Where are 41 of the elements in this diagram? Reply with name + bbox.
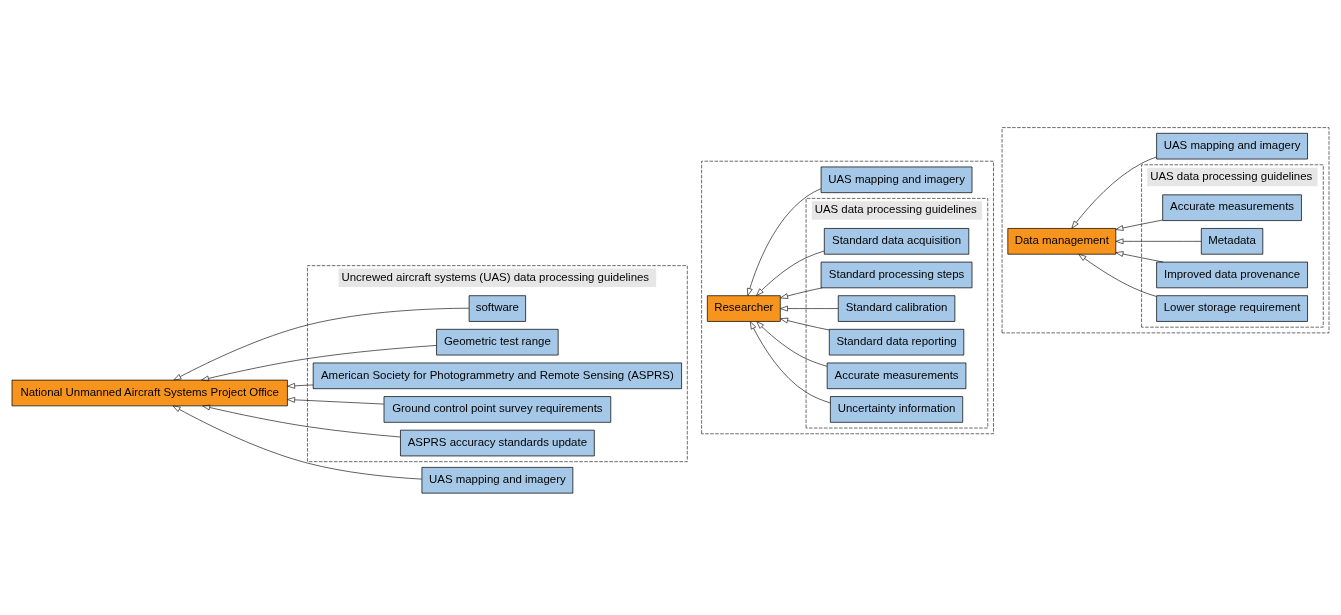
arrow (747, 188, 822, 296)
node-box: National Unmanned Aircraft Systems Project Office (11, 379, 288, 407)
arrow (749, 321, 831, 404)
arrow (756, 250, 825, 296)
arrow (756, 321, 828, 367)
arrow (780, 287, 823, 299)
cluster (1001, 127, 1330, 334)
arrow (780, 317, 830, 331)
node-box: Metadata (1200, 228, 1264, 255)
arrow (172, 405, 423, 480)
node-box: Geometric test range (436, 328, 559, 356)
arrow (1115, 251, 1164, 263)
node-box: Ground control point survey requirements (383, 396, 612, 423)
node-box: American Society for Photogrammetry and Remote Sensing (ASPRS) (312, 362, 682, 390)
node-box: Standard processing steps (820, 261, 973, 289)
node-box: Researcher (707, 295, 781, 322)
node-box: Standard calibration (837, 295, 956, 322)
node-box: UAS mapping and imagery (421, 467, 574, 494)
arrow (287, 396, 385, 405)
node-box: Data management (1007, 228, 1117, 255)
cluster (701, 160, 994, 435)
arrow (202, 404, 401, 438)
arrow (201, 345, 437, 382)
arrow (1071, 156, 1157, 229)
arrow (1115, 238, 1202, 245)
node-box: Accurate measurements (826, 362, 967, 390)
node-box: Uncertainty information (830, 396, 964, 423)
arrow (173, 307, 470, 381)
node-box: Improved data provenance (1156, 261, 1308, 289)
arrow (1115, 219, 1163, 231)
arrow (287, 382, 314, 389)
arrow (780, 305, 839, 312)
node-box: Lower storage requirement (1156, 295, 1308, 322)
node-box: UAS mapping and imagery (1156, 132, 1308, 160)
node-box: Standard data reporting (828, 328, 965, 356)
node-box: UAS mapping and imagery (820, 166, 973, 194)
node-box: software (468, 295, 526, 322)
node-box: ASPRS accuracy standards update (400, 429, 595, 457)
arrow (1078, 253, 1157, 297)
node-box: Accurate measurements (1162, 194, 1302, 221)
node-box: Standard data acquisition (823, 228, 970, 255)
